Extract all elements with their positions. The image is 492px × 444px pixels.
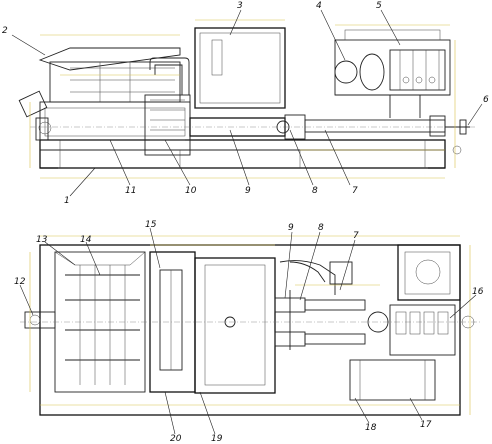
- callout-8: 8: [312, 186, 318, 196]
- callout-11: 11: [125, 186, 136, 196]
- valve-bank: [389, 304, 456, 356]
- base-frame: [39, 139, 446, 169]
- callout-12: 12: [14, 277, 26, 287]
- press-chamber: [194, 27, 286, 109]
- callout-9: 9: [245, 186, 251, 196]
- plan-view: [20, 235, 480, 416]
- callout-5: 5: [376, 1, 382, 11]
- tank-plan: [349, 359, 436, 401]
- plan-labels: 13 14 15 9 8 7 12 16 17 18 19 20: [14, 220, 484, 444]
- callout-19: 19: [211, 434, 223, 444]
- valve-block-5: [389, 49, 446, 91]
- tank: [359, 53, 385, 91]
- elevation-labels: 2 3 4 5 6 7 8 9 10 11 1: [2, 1, 489, 206]
- hopper-lid: [38, 47, 181, 71]
- callout-16: 16: [472, 287, 484, 297]
- callout-4: 4: [316, 1, 322, 11]
- callout-10: 10: [185, 186, 197, 196]
- callout-9b: 9: [288, 223, 294, 233]
- callout-13: 13: [36, 235, 48, 245]
- callout-2: 2: [2, 26, 8, 36]
- callout-14: 14: [80, 235, 92, 245]
- press-block: [144, 94, 191, 156]
- callout-6: 6: [483, 95, 489, 105]
- callout-15: 15: [145, 220, 157, 230]
- callout-7: 7: [352, 186, 358, 196]
- elevation-view: [18, 19, 475, 179]
- pump-frame: [334, 39, 451, 96]
- callout-20: 20: [170, 434, 182, 444]
- callout-17: 17: [420, 420, 432, 430]
- plan-leaders: [19, 227, 477, 435]
- left-drive: [18, 90, 48, 118]
- elevation-leaders: [11, 9, 483, 197]
- callout-1: 1: [64, 196, 70, 206]
- piston-rod: [304, 119, 446, 133]
- callout-7b: 7: [353, 231, 359, 241]
- main-cylinder: [189, 117, 286, 137]
- feeder-body: [39, 101, 191, 141]
- callout-18: 18: [365, 423, 377, 433]
- pump-plan: [397, 244, 461, 301]
- press-box-plan: [194, 257, 276, 394]
- left-end-drive: [24, 311, 56, 329]
- callout-8b: 8: [318, 223, 324, 233]
- center-hub: [367, 311, 389, 333]
- motor-4: [334, 60, 358, 84]
- callout-3: 3: [237, 1, 243, 11]
